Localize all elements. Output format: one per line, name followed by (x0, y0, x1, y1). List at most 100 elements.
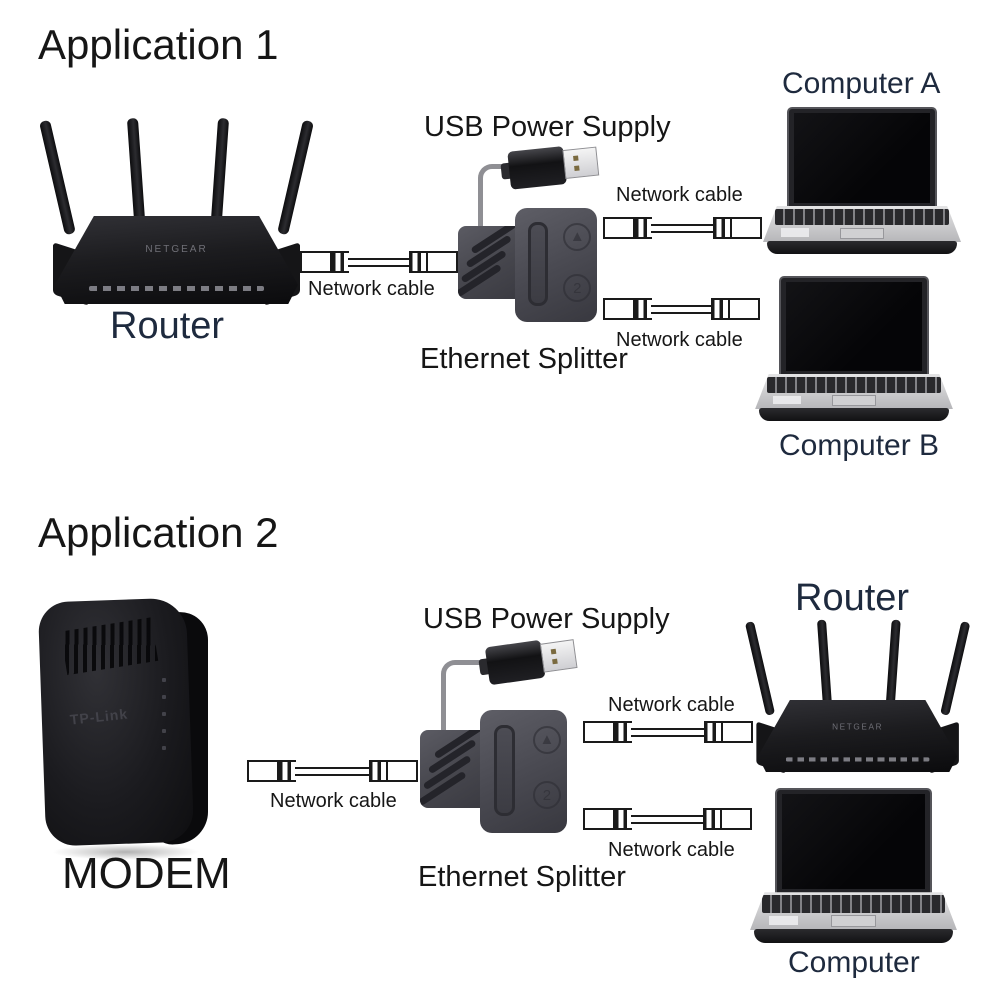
laptop-touchpad (832, 394, 876, 407)
cable-boot-left (615, 721, 632, 743)
cable-plug-left (583, 721, 615, 743)
router-body: NETGEAR (55, 216, 298, 304)
splitter-port2-mark: 2 (532, 781, 561, 810)
cable-boot-right (704, 721, 721, 743)
computer-label: Computer (788, 946, 920, 979)
network-cable-icon (583, 808, 752, 830)
router-antenna (940, 621, 971, 716)
router-brand-logo: NETGEAR (832, 723, 884, 733)
cable-wire (348, 257, 410, 267)
laptop-touchpad (840, 227, 884, 240)
computer-b-label: Computer B (779, 429, 940, 462)
network-cable-icon (603, 298, 760, 320)
modem-shadow (52, 844, 200, 860)
cable-wire (651, 223, 714, 233)
modem-device: TP-Link (37, 597, 210, 860)
laptop-screen (774, 788, 933, 896)
usb-connector-body (484, 639, 546, 686)
splitter-output-block: ▲ 2 (514, 208, 597, 322)
cable-boot-left (635, 217, 652, 239)
cable-wire (651, 304, 712, 314)
cable-plug-left (583, 808, 615, 830)
cable-wire (631, 727, 705, 737)
usb-power-cord (441, 660, 499, 740)
splitter-slot (528, 221, 548, 307)
laptop-sticker (768, 915, 798, 925)
router-antenna (277, 119, 314, 236)
cable-boot-left (635, 298, 652, 320)
splitter-port2-mark: 2 (563, 274, 592, 303)
laptop-keyboard-deck (763, 206, 961, 242)
router-antenna (744, 621, 776, 716)
network-cable-icon (300, 251, 458, 273)
cable-plug-right (728, 298, 760, 320)
router-label: Router (110, 305, 225, 347)
app2-title: Application 2 (38, 509, 279, 556)
ethernet-splitter-device: ▲ 2 (420, 710, 567, 833)
modem-led-column (162, 678, 166, 750)
usb-metal-tip (562, 146, 600, 179)
cable-boot-right (713, 217, 730, 239)
usb-power-cord (478, 164, 519, 233)
network-cable-label: Network cable (608, 694, 735, 716)
computer-a-label: Computer A (782, 67, 941, 100)
network-cable-label: Network cable (608, 839, 735, 861)
router-led-row (785, 757, 930, 762)
cable-boot-left (279, 760, 296, 782)
cable-boot-right (369, 760, 386, 782)
network-cable-icon (583, 721, 753, 743)
network-cable-label: Network cable (616, 184, 743, 206)
cable-wire (631, 814, 704, 824)
router-device: NETGEAR (744, 618, 971, 775)
modem-vents (60, 617, 159, 676)
usb-power-supply-label: USB Power Supply (424, 111, 671, 143)
laptop-keyboard (774, 208, 950, 226)
laptop-keyboard (762, 895, 945, 913)
laptop-screen (778, 276, 930, 377)
laptop-base (766, 240, 958, 254)
cable-plug-right (721, 721, 753, 743)
usb-connector (500, 142, 602, 190)
laptop-display (793, 113, 931, 203)
modem-brand-logo: TP-Link (69, 705, 129, 728)
router-led-row (89, 286, 264, 291)
laptop-screen (786, 107, 938, 209)
app1-title: Application 1 (38, 21, 279, 68)
network-cable-label: Network cable (270, 790, 397, 812)
splitter-port1-mark: ▲ (563, 222, 592, 251)
laptop-base (758, 407, 950, 422)
router-label: Router (795, 577, 910, 619)
network-cable-label: Network cable (616, 329, 743, 351)
splitter-port1-mark: ▲ (532, 725, 561, 754)
cable-boot-right (703, 808, 720, 830)
modem-front: TP-Link (37, 597, 195, 847)
laptop-display (781, 794, 926, 890)
ethernet-splitter-label: Ethernet Splitter (418, 861, 626, 893)
cable-boot-left (332, 251, 349, 273)
cable-plug-left (247, 760, 279, 782)
splitter-output-block: ▲ 2 (480, 710, 567, 833)
splitter-input-block (420, 729, 487, 809)
laptop-device (763, 107, 961, 257)
usb-metal-tip (539, 639, 578, 673)
cable-plug-left (300, 251, 332, 273)
cable-boot-right (409, 251, 426, 273)
cable-plug-right (426, 251, 458, 273)
cable-plug-left (603, 217, 635, 239)
cable-plug-left (603, 298, 635, 320)
network-cable-label: Network cable (308, 278, 435, 300)
laptop-keyboard-deck (755, 373, 953, 410)
usb-connector-body (507, 146, 567, 190)
router-antenna (39, 119, 76, 236)
laptop-keyboard (766, 376, 942, 393)
modem-label: MODEM (62, 849, 231, 898)
laptop-keyboard-deck (750, 892, 957, 931)
cable-boot-left (615, 808, 632, 830)
laptop-sticker (772, 395, 801, 405)
laptop-display (785, 282, 923, 371)
laptop-touchpad (830, 915, 877, 928)
laptop-device (755, 276, 953, 424)
cable-wire (295, 766, 370, 776)
usb-connector (478, 635, 581, 686)
